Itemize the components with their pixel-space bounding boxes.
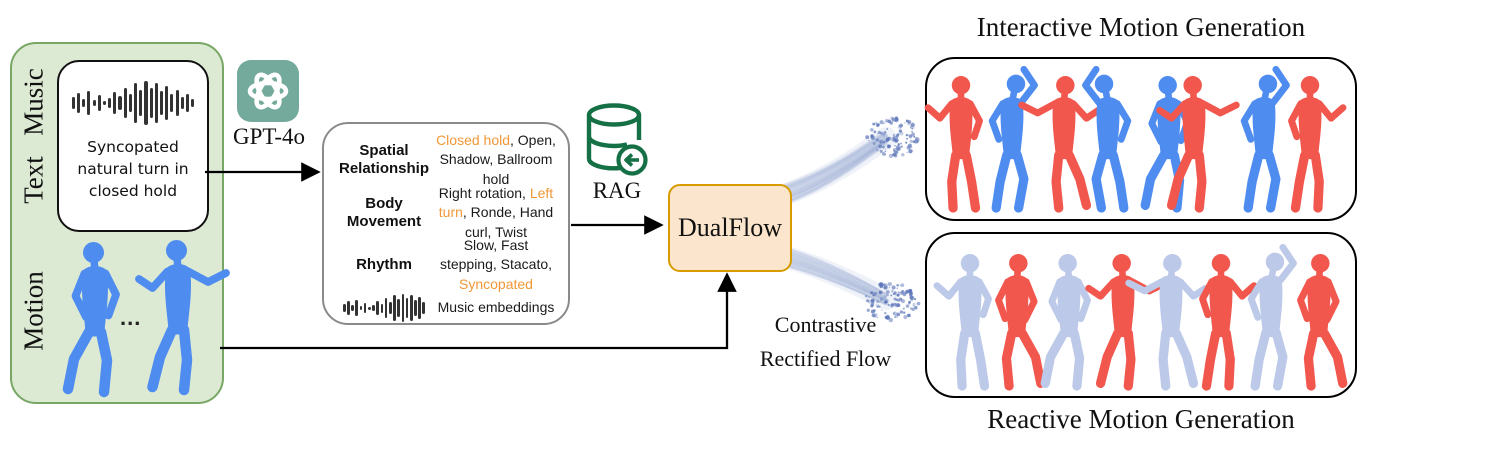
category-value-segment: Music embeddings	[437, 299, 555, 316]
text-label: Text	[18, 156, 49, 204]
rag-database-icon	[584, 102, 650, 182]
category-value-segment: Right rotation,	[438, 184, 530, 201]
flow-caption-line: Rectified Flow	[759, 346, 892, 372]
dualflow-box: DualFlow	[668, 184, 792, 272]
music-label: Music	[18, 68, 49, 136]
category-header: Spatial Relationship	[338, 142, 429, 177]
waveform-icon	[334, 293, 434, 323]
category-header: Body Movement	[346, 195, 422, 230]
category-value-segment: Closed hold	[436, 131, 510, 148]
category-header: Rhythm	[356, 256, 412, 273]
category-value-segment: Syncopated	[459, 275, 533, 292]
category-row: Rhythm Slow, Fast stepping, Stacato, Sync…	[334, 237, 558, 292]
category-row: Body Movement Right rotation, Left turn, …	[334, 184, 558, 243]
prompt-text: Syncopated natural turn in closed hold	[77, 136, 188, 202]
category-value-segment: Slow, Fast stepping, Stacato,	[439, 236, 553, 273]
flow-caption-line: Contrastive	[774, 312, 877, 337]
category-values: Right rotation, Left turn, Ronde, Hand c…	[434, 184, 558, 243]
reactive-output-box	[925, 232, 1357, 398]
category-values: Music embeddings	[434, 298, 558, 318]
interactive-output-box	[925, 57, 1357, 221]
rag-label: RAG	[592, 178, 642, 203]
category-value-segment: Left turn	[438, 184, 554, 221]
prompt-line: Syncopated	[87, 138, 179, 156]
prompt-line: natural turn in	[77, 160, 189, 178]
category-value-segment: , Open, Shadow, Ballroom hold	[439, 131, 556, 187]
category-values: Closed hold, Open, Shadow, Ballroom hold	[434, 131, 558, 190]
audio-waveform-icon	[71, 80, 195, 126]
flow-caption: Contrastive Rectified Flow	[738, 308, 913, 376]
interactive-title: Interactive Motion Generation	[976, 12, 1306, 42]
gpt4o-icon	[237, 60, 299, 122]
text-prompt-card: Syncopated natural turn in closed hold	[57, 60, 209, 232]
prompt-line: closed hold	[88, 182, 178, 200]
category-value-segment: , Ronde, Hand curl, Twist	[462, 204, 554, 240]
motion-label: Motion	[18, 271, 49, 351]
category-row: Music embeddings	[334, 290, 558, 326]
category-values: Slow, Fast stepping, Stacato, Syncopated	[434, 236, 558, 295]
gpt4o-label: GPT-4o	[233, 124, 305, 149]
motion-ellipsis: ...	[120, 305, 142, 330]
reactive-title: Reactive Motion Generation	[987, 404, 1295, 434]
